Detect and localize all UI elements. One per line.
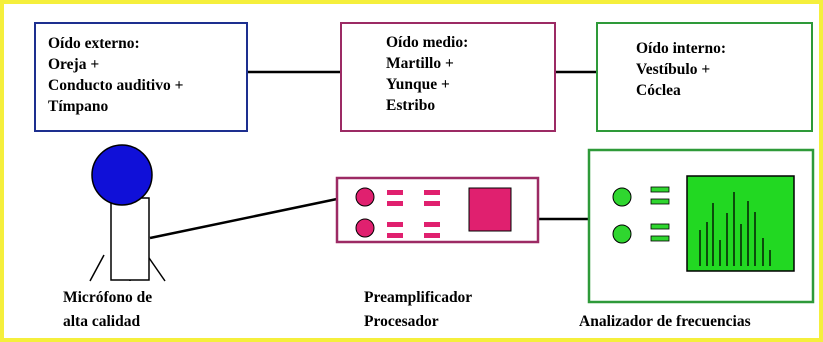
inner-ear-part: Vestíbulo + (636, 61, 711, 78)
microphone-label-line: alta calidad (63, 313, 141, 330)
middle-ear-title: Oído medio: (386, 34, 469, 51)
box-inner-ear: Oído interno: Vestíbulo + Cóclea (596, 22, 813, 132)
preamplifier-label: Preamplificador Procesador (364, 286, 472, 334)
outer-ear-part: Oreja + (48, 56, 100, 73)
outer-ear-title: Oído externo: (48, 35, 140, 52)
microphone-label-line: Micrófono de (63, 289, 153, 306)
preamplifier-label-line: Preamplificador (364, 289, 473, 306)
analyzer-label: Analizador de frecuencias (579, 313, 751, 330)
middle-ear-part: Estribo (386, 97, 436, 114)
inner-ear-part: Cóclea (636, 82, 681, 99)
box-middle-ear: Oído medio: Martillo + Yunque + Estribo (340, 22, 556, 132)
cable-mic-preamp (149, 197, 338, 240)
middle-ear-part: Martillo + (386, 55, 454, 72)
microphone-label: Micrófono de alta calidad (63, 286, 152, 334)
microphone-icon (89, 144, 166, 282)
preamplifier-label-line: Procesador (364, 313, 439, 330)
box-outer-ear: Oído externo: Oreja + Conducto auditivo … (34, 22, 248, 132)
outer-ear-part: Conducto auditivo + (48, 77, 184, 94)
preamplifier-icon (335, 176, 540, 244)
inner-ear-title: Oído interno: (636, 40, 726, 57)
outer-ear-part: Tímpano (48, 98, 109, 115)
middle-ear-part: Yunque + (386, 76, 450, 93)
spectrum-analyzer-icon (587, 148, 815, 304)
